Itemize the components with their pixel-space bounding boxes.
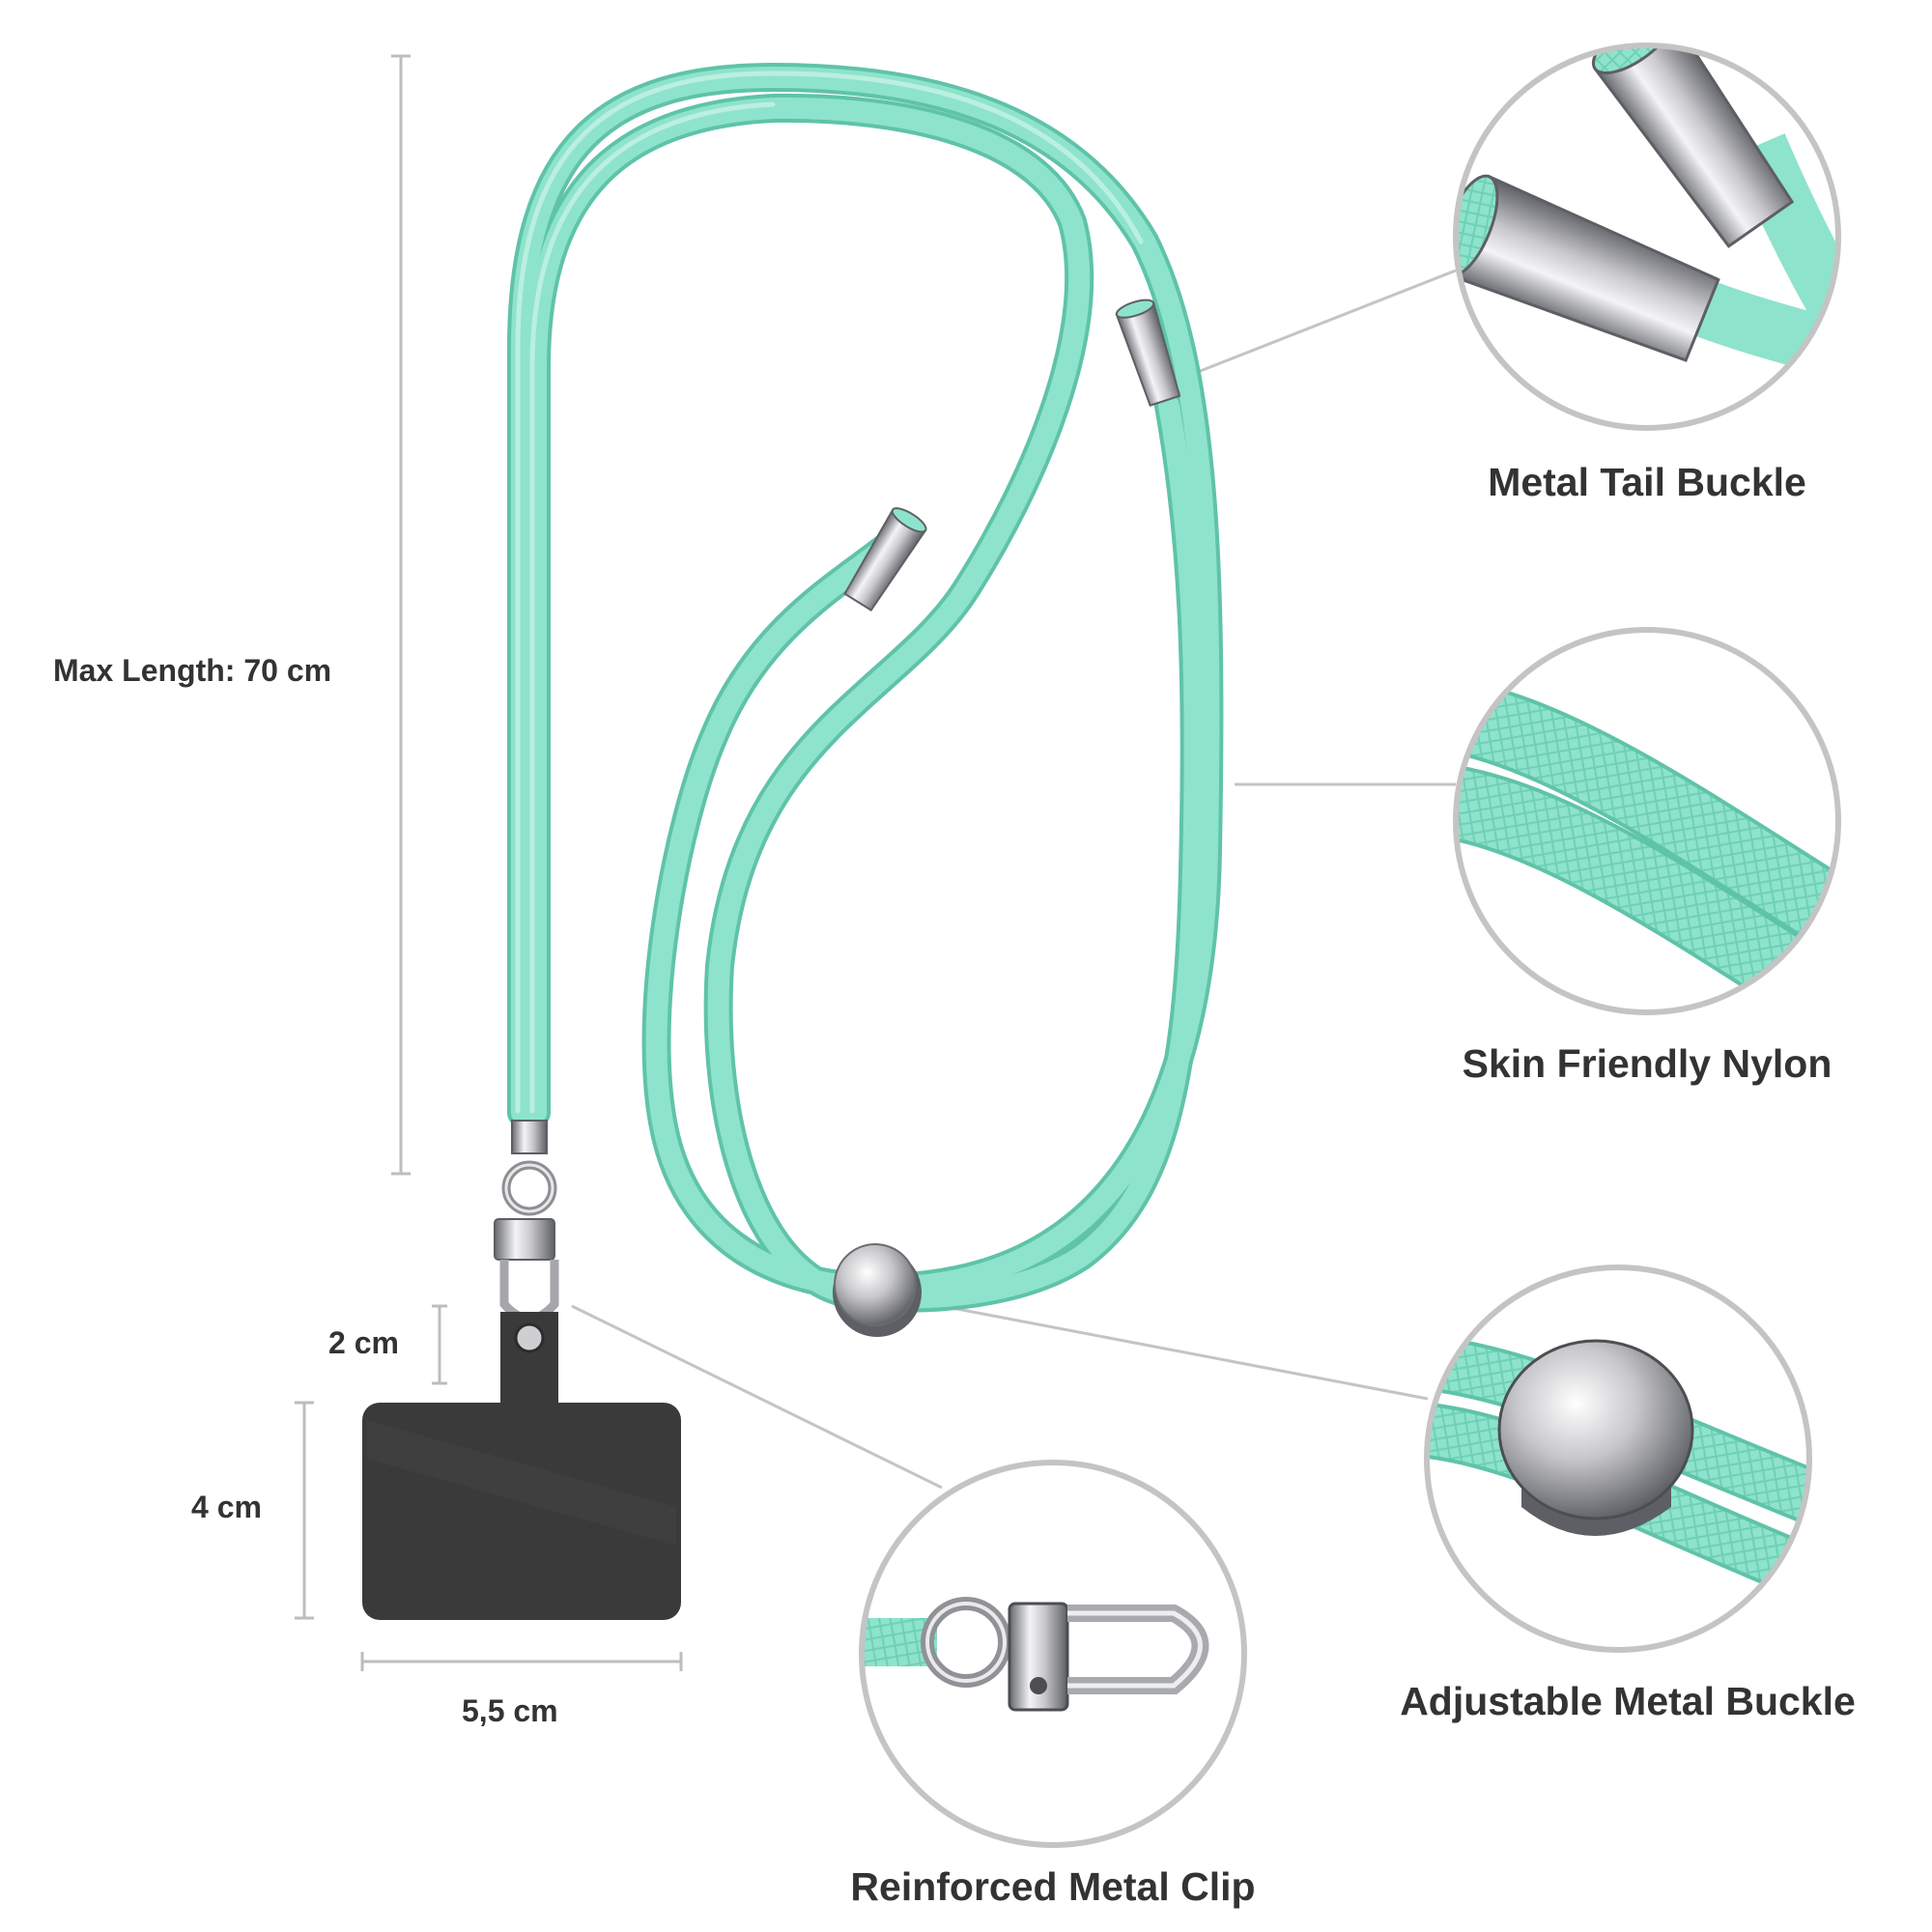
tail-buckle-label: Metal Tail Buckle xyxy=(1488,460,1806,504)
nylon-label: Skin Friendly Nylon xyxy=(1462,1041,1833,1086)
adjustable-buckle-icon xyxy=(833,1243,922,1337)
card-width-label: 5,5 cm xyxy=(462,1693,558,1728)
metal-tail-buckle-icon xyxy=(843,298,1181,611)
lanyard-cord xyxy=(507,62,1224,1313)
tail-buckle-detail xyxy=(1453,43,1841,431)
adjustable-buckle-label: Adjustable Metal Buckle xyxy=(1400,1679,1856,1723)
callout-adjustable-buckle xyxy=(941,1304,1429,1401)
metal-clip-label: Reinforced Metal Clip xyxy=(850,1864,1256,1909)
loop-height-label: 2 cm xyxy=(328,1325,399,1360)
dimension-guides xyxy=(295,54,683,1671)
callout-metal-clip xyxy=(571,1304,943,1490)
callout-tail-buckle xyxy=(1197,269,1457,374)
phone-tether-card xyxy=(362,1312,681,1620)
card-height-label: 4 cm xyxy=(191,1490,262,1524)
max-length-label: Max Length: 70 cm xyxy=(53,653,332,688)
metal-clip-detail xyxy=(859,1460,1247,1848)
callout-lines xyxy=(571,269,1457,1490)
adjustable-buckle-detail xyxy=(1424,1264,1812,1653)
metal-clip-icon xyxy=(494,1120,559,1354)
nylon-detail xyxy=(1453,627,1841,1015)
